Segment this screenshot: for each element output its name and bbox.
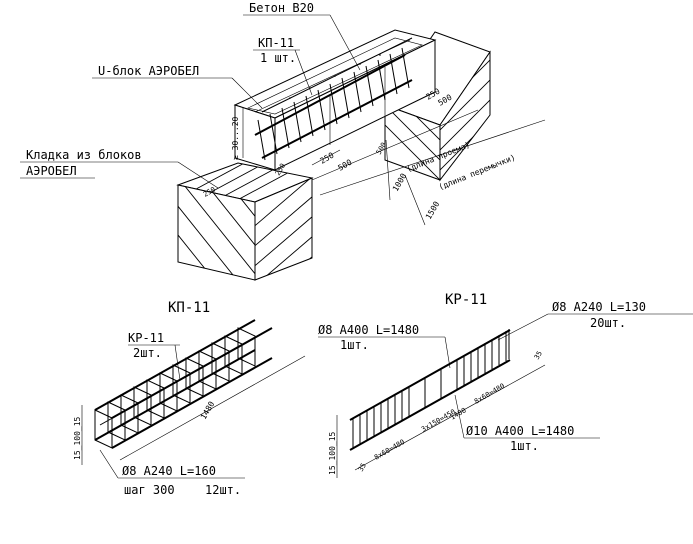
kp11-stirrup-label: Ø8 A240 L=160 <box>122 464 216 478</box>
kp11-side-dims: 15_100_15 <box>73 416 82 460</box>
kr11-title: КР-11 <box>445 292 487 308</box>
dim-height: ≥ 30...20 <box>231 116 240 160</box>
lintel-isometric-view: Бетон В20 КП-11 1 шт. U-блок АЭРОБЕЛ Кла… <box>20 1 546 281</box>
kp11-view: КП-11 КР-11 2шт. 1480 15_ <box>73 300 306 497</box>
dim-1500: 1500 <box>424 200 442 221</box>
kr11-dim-spacing-left: 8x60=480 <box>373 438 406 462</box>
kr11-dim-35-right: 35 <box>533 350 544 361</box>
kr11-bottom-bar-qty: 1шт. <box>510 439 539 453</box>
kp11-stirrup-step: шаг 300 <box>124 483 175 497</box>
kr11-vert-label: Ø8 A240 L=130 <box>552 300 646 314</box>
left-masonry-pier <box>176 162 314 281</box>
cage-label: КП-11 <box>258 36 294 50</box>
kp11-title: КП-11 <box>168 300 210 316</box>
kp11-dim-1480: 1480 <box>199 400 217 421</box>
kr11-top-bar-label: Ø8 A400 L=1480 <box>318 323 419 337</box>
cage-qty: 1 шт. <box>260 51 296 65</box>
masonry-label-1: Кладка из блоков <box>26 148 142 162</box>
dim-1000: 1000 <box>391 172 409 193</box>
dim-500-a: 500 <box>337 158 354 173</box>
kr11-vert-qty: 20шт. <box>590 316 626 330</box>
kp11-kr-label: КР-11 <box>128 331 164 345</box>
kr11-side-dims: 15_100_15 <box>328 431 337 475</box>
masonry-label-2: АЭРОБЕЛ <box>26 164 77 178</box>
kr11-view: КР-11 Ø8 A400 L=1 <box>318 292 693 478</box>
kr11-top-bar-qty: 1шт. <box>340 338 369 352</box>
concrete-label: Бетон В20 <box>249 1 314 15</box>
kp11-stirrup-qty: 12шт. <box>205 483 241 497</box>
kr11-dim-spacing-right: 8x60=480 <box>473 382 506 406</box>
kp11-stirrups <box>94 327 256 449</box>
kr11-dim-35-left: 35 <box>357 462 368 473</box>
kr11-bottom-bar-label: Ø10 A400 L=1480 <box>466 424 574 438</box>
u-block-cage <box>254 37 413 161</box>
dim-250-a: 250 <box>319 151 336 166</box>
kp11-kr-qty: 2шт. <box>133 346 162 360</box>
u-block-lintel <box>233 29 437 171</box>
u-block-label: U-блок АЭРОБЕЛ <box>98 64 199 78</box>
